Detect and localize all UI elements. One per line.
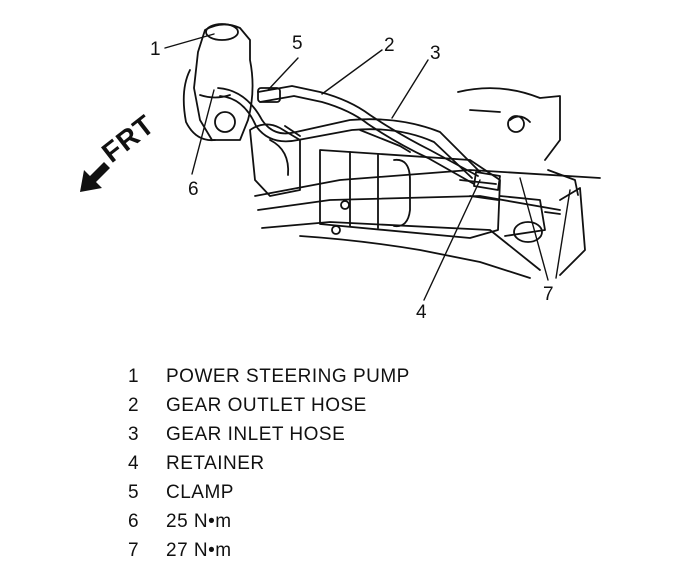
legend-text: POWER STEERING PUMP <box>166 366 410 387</box>
leader-lines <box>164 33 571 301</box>
gear-outlet-hose <box>257 85 479 185</box>
legend-number: 5 <box>128 482 140 503</box>
gear-inlet-hose <box>217 87 481 179</box>
callout-5: 5 <box>292 33 303 54</box>
legend-item: 5 CLAMP <box>128 482 548 511</box>
engine-frame <box>249 87 601 279</box>
legend-number: 3 <box>128 424 140 445</box>
legend-text: 25 N•m <box>166 511 232 532</box>
legend-number: 6 <box>128 511 140 532</box>
power-steering-pump <box>182 23 254 142</box>
arrow-left-icon <box>80 162 110 192</box>
legend-item: 1 POWER STEERING PUMP <box>128 366 548 395</box>
legend-number: 7 <box>128 540 140 561</box>
legend-item: 6 25 N•m <box>128 511 548 540</box>
steering-gear-hose-diagram <box>164 23 601 301</box>
callout-2: 2 <box>384 35 395 56</box>
callout-1: 1 <box>150 39 161 60</box>
legend-number: 1 <box>128 366 140 387</box>
legend: 1 POWER STEERING PUMP 2 GEAR OUTLET HOSE… <box>128 366 548 569</box>
legend-item: 3 GEAR INLET HOSE <box>128 424 548 453</box>
callout-6: 6 <box>188 179 199 200</box>
callout-7: 7 <box>543 284 554 305</box>
front-direction-indicator: FRT <box>78 109 178 200</box>
retainer <box>473 171 501 191</box>
callout-4: 4 <box>416 302 427 323</box>
steering-gear <box>319 149 561 243</box>
legend-number: 2 <box>128 395 140 416</box>
legend-item: 7 27 N•m <box>128 540 548 569</box>
legend-text: GEAR OUTLET HOSE <box>166 395 367 416</box>
legend-text: GEAR INLET HOSE <box>166 424 346 445</box>
legend-item: 4 RETAINER <box>128 453 548 482</box>
legend-text: CLAMP <box>166 482 234 503</box>
legend-item: 2 GEAR OUTLET HOSE <box>128 395 548 424</box>
legend-number: 4 <box>128 453 140 474</box>
legend-text: 27 N•m <box>166 540 232 561</box>
callout-3: 3 <box>430 43 441 64</box>
legend-text: RETAINER <box>166 453 265 474</box>
